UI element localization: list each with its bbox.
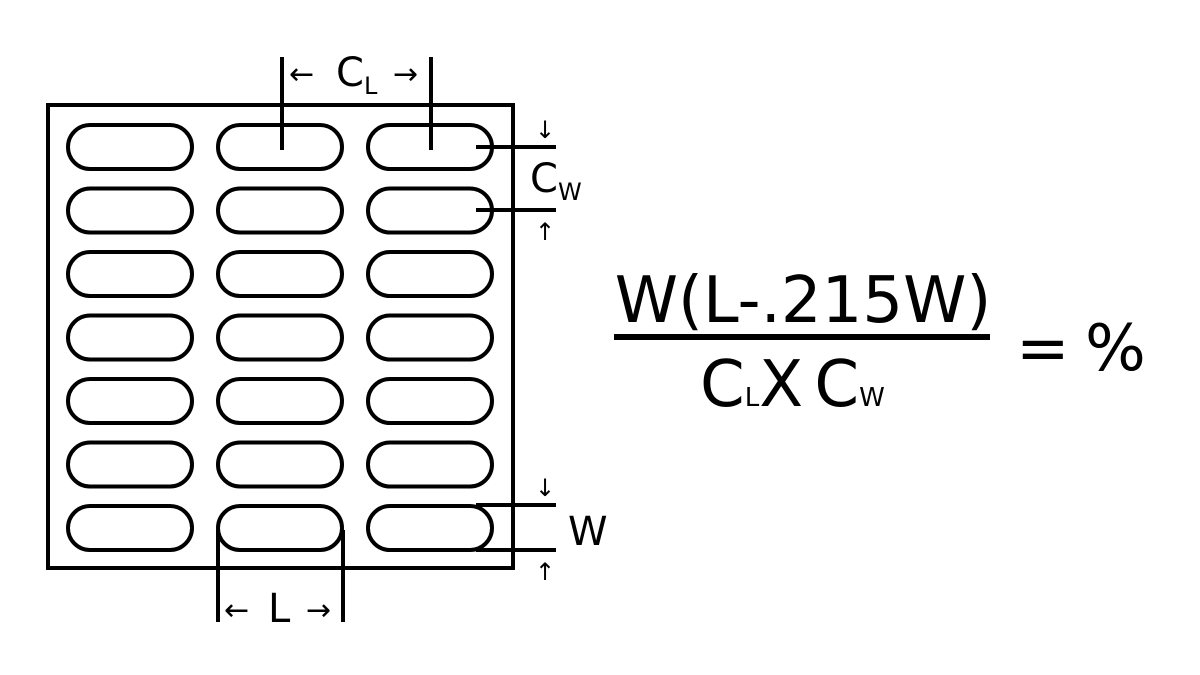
cw-label: CW [530,156,582,206]
w-dimension: ↓ W ↑ [476,474,608,586]
l-label: L [268,586,291,632]
denominator-times: X [759,348,801,422]
slot [66,313,194,362]
slot [216,440,344,489]
cw-label-sub: W [558,178,582,206]
slot [216,377,344,425]
slot [66,186,194,235]
slot [366,377,494,425]
slot [366,313,494,362]
w-label: W [568,509,608,555]
l-dimension: ← L → [216,530,345,632]
formula-numerator: W(L-.215W) [615,264,992,338]
cl-label-sub: L [364,72,378,100]
slot [66,250,194,298]
denominator-cw-sub: W [859,383,885,413]
cw-dimension: ↓ CW ↑ [476,116,582,246]
slot [66,377,194,425]
slot [66,440,194,489]
w-arrow-up: ↑ [535,558,555,586]
slot [66,504,194,552]
slot [66,123,194,171]
cl-arrow-right: → [393,57,418,92]
cl-label: CL [336,50,378,100]
l-arrow-left: ← [224,593,249,628]
cw-arrow-up: ↑ [535,218,555,246]
formula-equals: = [1016,312,1070,386]
slot [366,186,494,235]
formula-result: % [1085,312,1146,386]
slot [366,250,494,298]
slot [216,250,344,298]
slot [366,440,494,489]
l-arrow-right: → [306,593,331,628]
denominator-cl-sub: L [745,383,760,413]
cl-arrow-left: ← [289,57,314,92]
slot [216,186,344,235]
slot [366,504,494,552]
slot-grid [66,123,494,552]
slot [216,504,344,552]
slot [216,313,344,362]
cw-arrow-down: ↓ [535,116,555,144]
cl-dimension: ← CL → [280,50,433,150]
plate-outline [46,103,515,570]
w-arrow-down: ↓ [535,474,555,502]
